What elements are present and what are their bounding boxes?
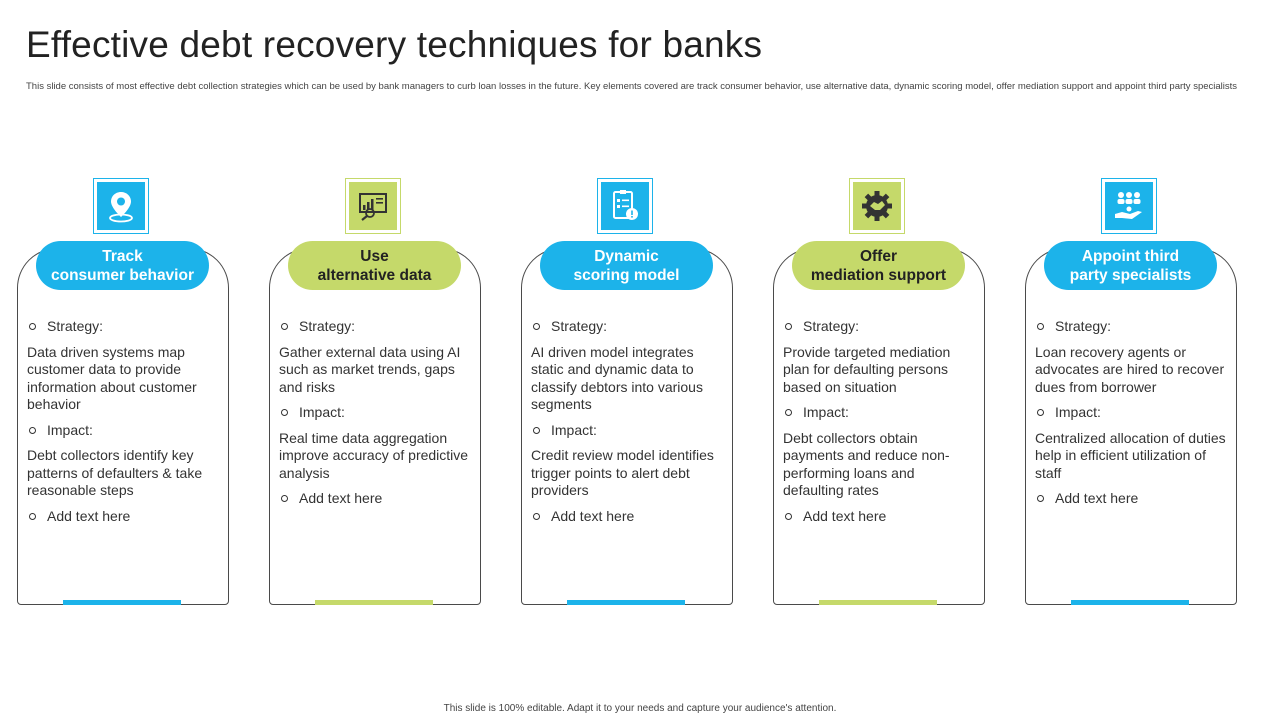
card-heading: Use alternative data: [288, 241, 461, 290]
strategy-bullet: Strategy:: [531, 318, 723, 336]
impact-label: Impact:: [803, 404, 849, 420]
gear-handshake-icon: [853, 182, 901, 230]
strategy-text: Data driven systems map customer data to…: [27, 343, 197, 413]
strategy-label: Strategy:: [803, 318, 860, 334]
impact-text: Debt collectors obtain payments and redu…: [783, 429, 950, 499]
impact-text: Real time data aggregation improve accur…: [279, 429, 469, 481]
slide-subtitle: This slide consists of most effective de…: [26, 81, 1238, 92]
bullet-circle-icon: [533, 426, 540, 434]
impact-bullet: Impact:: [279, 404, 471, 422]
bullet-circle-icon: [785, 409, 792, 417]
card-track-consumer-behavior: Track consumer behavior Strategy: Data d…: [17, 178, 229, 608]
strategy-label: Strategy:: [551, 318, 608, 334]
footer-note: This slide is 100% editable. Adapt it to…: [443, 703, 837, 714]
card-box: [521, 248, 733, 605]
impact-label: Impact:: [47, 421, 93, 438]
card-box: [17, 248, 229, 605]
card-appoint-third-party-specialists: Appoint third party specialists Strategy…: [1025, 178, 1237, 608]
card-heading-text: Offer mediation support: [810, 247, 947, 284]
strategy-text: AI driven model integrates static and dy…: [531, 343, 703, 413]
card-content: Strategy: Loan recovery agents or advoca…: [1035, 318, 1227, 516]
strategy-text: Loan recovery agents or advocates are hi…: [1035, 343, 1225, 395]
card-heading: Track consumer behavior: [36, 241, 209, 290]
impact-label: Impact:: [299, 404, 345, 420]
placeholder-text: Add text here: [551, 507, 635, 524]
bullet-circle-icon: [1037, 409, 1044, 417]
impact-bullet: Impact:: [531, 422, 723, 440]
strategy-bullet: Strategy:: [783, 318, 975, 336]
card-content: Strategy: AI driven model integrates sta…: [531, 318, 723, 533]
card-accent-bar: [1071, 600, 1189, 605]
impact-text: Centralized allocation of duties help in…: [1035, 429, 1226, 481]
icon-frame: [93, 178, 149, 234]
icon-frame: [1101, 178, 1157, 234]
card-accent-bar: [567, 600, 685, 605]
card-use-alternative-data: Use alternative data Strategy: Gather ex…: [269, 178, 481, 608]
strategy-text: Gather external data using AI such as ma…: [279, 343, 461, 395]
bullet-circle-icon: [29, 323, 36, 331]
icon-frame: [345, 178, 401, 234]
bullet-circle-icon: [533, 323, 540, 331]
impact-bullet: Impact:: [1035, 404, 1227, 422]
extra-bullet: Add text here: [1035, 490, 1227, 508]
impact-bullet: Impact:: [783, 404, 975, 422]
card-heading-text: Dynamic scoring model: [573, 247, 680, 284]
extra-bullet: Add text here: [783, 508, 975, 526]
data-analysis-icon: [349, 182, 397, 230]
slide-title: Effective debt recovery techniques for b…: [26, 24, 763, 65]
card-heading: Dynamic scoring model: [540, 241, 713, 290]
impact-label: Impact:: [551, 421, 597, 438]
card-heading: Offer mediation support: [792, 241, 965, 290]
strategy-label: Strategy:: [1055, 318, 1112, 334]
impact-text: Credit review model identifies trigger p…: [531, 447, 714, 498]
bullet-circle-icon: [281, 323, 288, 331]
strategy-text: Provide targeted mediation plan for defa…: [783, 343, 951, 395]
extra-bullet: Add text here: [531, 508, 723, 526]
bullet-circle-icon: [281, 495, 288, 503]
strategy-bullet: Strategy:: [1035, 318, 1227, 336]
impact-bullet: Impact:: [27, 422, 219, 440]
impact-label: Impact:: [1055, 404, 1101, 420]
strategy-label: Strategy:: [47, 318, 104, 334]
card-dynamic-scoring-model: Dynamic scoring model Strategy: AI drive…: [521, 178, 733, 608]
bullet-circle-icon: [785, 512, 792, 520]
card-box: [269, 248, 481, 605]
card-heading: Appoint third party specialists: [1044, 241, 1217, 290]
placeholder-text: Add text here: [1055, 490, 1139, 506]
team-hand-icon: [1105, 182, 1153, 230]
card-accent-bar: [819, 600, 937, 605]
placeholder-text: Add text here: [47, 507, 131, 524]
card-box: [773, 248, 985, 605]
card-content: Strategy: Gather external data using AI …: [279, 318, 471, 516]
extra-bullet: Add text here: [279, 490, 471, 508]
location-pin-icon: [97, 182, 145, 230]
strategy-bullet: Strategy:: [279, 318, 471, 336]
strategy-bullet: Strategy:: [27, 318, 219, 336]
card-content: Strategy: Data driven systems map custom…: [27, 318, 219, 533]
impact-text: Debt collectors identify key patterns of…: [27, 447, 203, 498]
placeholder-text: Add text here: [803, 507, 887, 524]
bullet-circle-icon: [29, 512, 36, 520]
extra-bullet: Add text here: [27, 508, 219, 526]
card-heading-text: Appoint third party specialists: [1069, 247, 1192, 284]
checklist-alert-icon: [601, 182, 649, 230]
bullet-circle-icon: [1037, 323, 1044, 331]
card-content: Strategy: Provide targeted mediation pla…: [783, 318, 975, 533]
icon-frame: [597, 178, 653, 234]
card-accent-bar: [63, 600, 181, 605]
bullet-circle-icon: [785, 323, 792, 331]
icon-frame: [849, 178, 905, 234]
bullet-circle-icon: [1037, 495, 1044, 503]
card-heading-text: Use alternative data: [317, 247, 432, 284]
placeholder-text: Add text here: [299, 490, 383, 506]
card-accent-bar: [315, 600, 433, 605]
card-offer-mediation-support: Offer mediation support Strategy: Provid…: [773, 178, 985, 608]
bullet-circle-icon: [281, 409, 288, 417]
bullet-circle-icon: [29, 426, 36, 434]
bullet-circle-icon: [533, 512, 540, 520]
card-heading-text: Track consumer behavior: [51, 247, 194, 284]
strategy-label: Strategy:: [299, 318, 356, 334]
